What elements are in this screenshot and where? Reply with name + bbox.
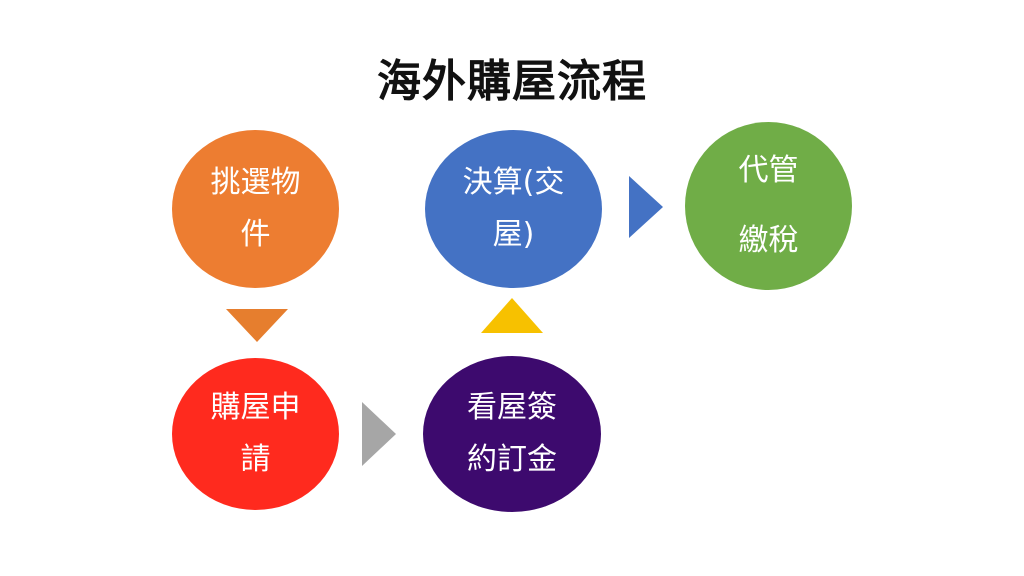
node-purchase-application: 購屋申 請 xyxy=(172,358,339,510)
node-management-tax-line-1: 代管 xyxy=(738,153,799,188)
node-viewing-contract-deposit-line-2: 約訂金 xyxy=(467,442,557,477)
node-settlement: 決算(交 屋) xyxy=(425,130,602,288)
node-select-property-line-1: 挑選物 xyxy=(210,165,301,200)
node-select-property-line-2: 件 xyxy=(240,217,271,252)
node-purchase-application-line-1: 購屋申 xyxy=(210,390,301,425)
node-viewing-contract-deposit-line-1: 看屋簽 xyxy=(467,390,557,425)
node-select-property: 挑選物 件 xyxy=(172,130,339,288)
node-management-tax: 代管 繳稅 xyxy=(685,122,852,290)
node-settlement-line-1: 決算(交 xyxy=(462,165,565,200)
arrow-right-top-icon xyxy=(629,176,663,238)
node-management-tax-line-2: 繳稅 xyxy=(738,223,799,258)
node-viewing-contract-deposit: 看屋簽 約訂金 xyxy=(423,356,601,512)
arrow-right-bottom-icon xyxy=(362,402,396,466)
diagram-title: 海外購屋流程 xyxy=(377,56,647,107)
arrow-down-icon xyxy=(226,309,288,342)
node-purchase-application-line-2: 請 xyxy=(240,442,271,477)
node-settlement-line-2: 屋) xyxy=(492,217,535,252)
arrow-up-icon xyxy=(481,298,543,333)
